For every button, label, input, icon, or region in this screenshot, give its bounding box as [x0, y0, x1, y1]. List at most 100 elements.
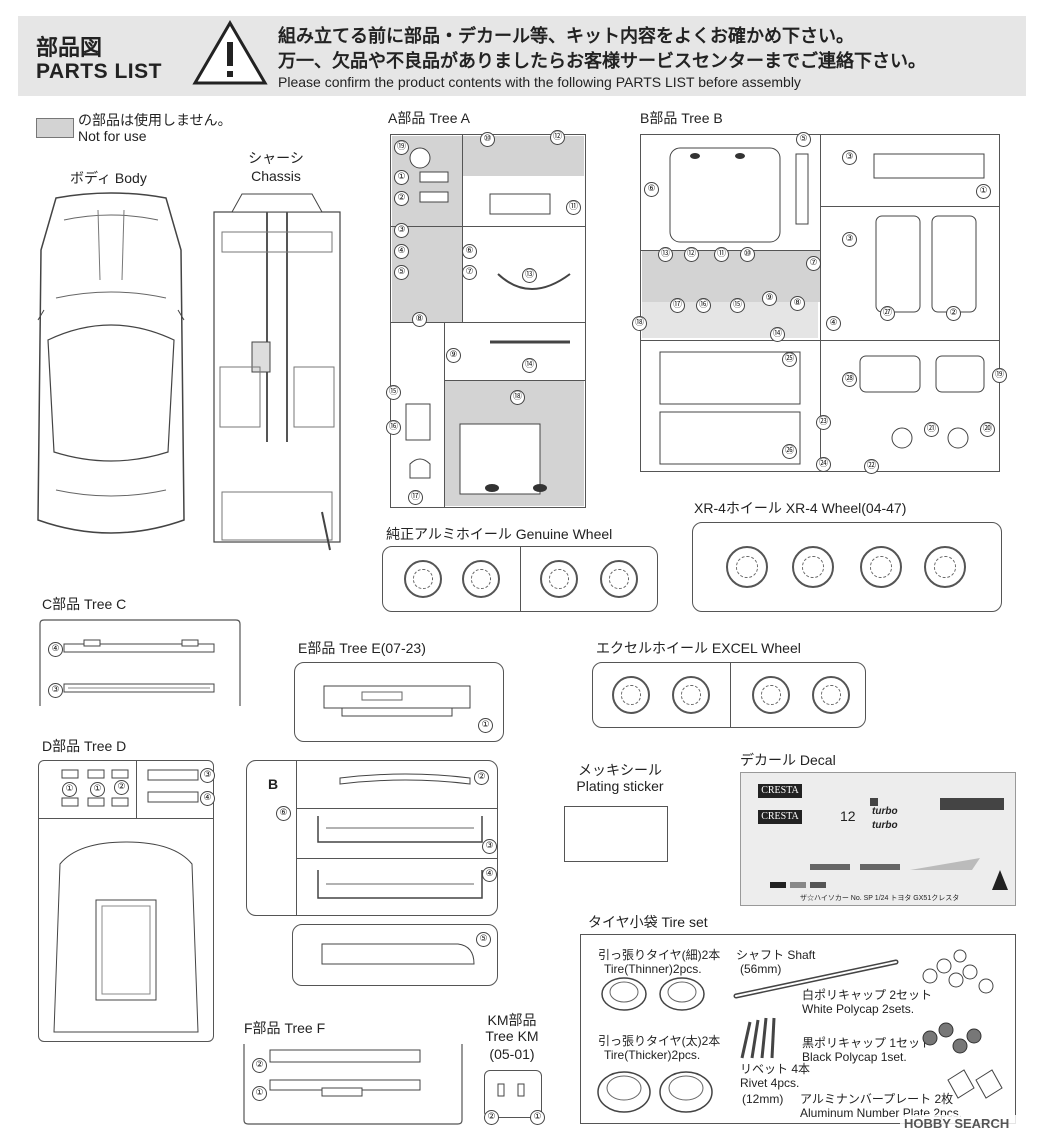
genuine-wheel-label: 純正アルミホイール Genuine Wheel — [386, 526, 613, 542]
tree-e2-letter: B — [268, 776, 279, 792]
tree-f-label: F部品 Tree F — [244, 1020, 326, 1036]
black-polycap-en: Black Polycap 1set. — [802, 1050, 907, 1064]
number-plate-drawings — [947, 1069, 1003, 1099]
tree-e3-part — [321, 943, 475, 965]
decal-graphics — [770, 798, 1008, 890]
watermark-logo: HOBBY SEARCH — [904, 1116, 1010, 1131]
watermark-bg — [900, 1115, 1040, 1135]
tree-b-label: B部品 Tree B — [640, 110, 723, 126]
excel-wheel-2 — [672, 676, 710, 714]
tree-a-num-17: ⑰ — [408, 490, 423, 505]
tree-a-num-8: ⑧ — [412, 312, 427, 327]
rivet-drawings — [740, 1017, 776, 1059]
xr4-wheel-frame — [692, 522, 1002, 612]
decal-number-12: 12 — [840, 808, 856, 824]
plating-sticker — [564, 806, 668, 862]
tree-a-num-10: ⑩ — [480, 132, 495, 147]
tree-b-num-22: ㉒ — [864, 459, 879, 474]
tree-b-num-6: ⑥ — [644, 182, 659, 197]
tree-c-num-3: ③ — [48, 683, 63, 698]
tree-b-num-20: ⑳ — [980, 422, 995, 437]
excel-wheel-1 — [612, 676, 650, 714]
page-title-jp: 部品図 — [36, 35, 103, 60]
tree-km-parts — [497, 1083, 525, 1097]
tree-b-num-26: ㉖ — [782, 444, 797, 459]
tree-a-num-2: ② — [394, 191, 409, 206]
tree-a-num-11: ⑪ — [566, 200, 581, 215]
header-banner — [18, 16, 1026, 96]
xr4-wheel-label: XR-4ホイール XR-4 Wheel(04-47) — [694, 500, 907, 516]
tree-km-frame — [484, 1070, 542, 1118]
tree-f-num-2: ② — [252, 1058, 267, 1073]
page-title-en: PARTS LIST — [36, 60, 162, 83]
tree-a-num-13: ⑬ — [522, 268, 537, 283]
tree-b-num-7: ⑦ — [806, 256, 821, 271]
tree-d-parts — [53, 769, 199, 1033]
tire-set-frame — [580, 934, 1016, 1124]
tree-b-parts — [659, 147, 985, 465]
tree-d-num-3: ③ — [200, 768, 215, 783]
tree-d-num-4: ④ — [200, 791, 215, 806]
tree-b-num-9: ⑨ — [762, 291, 777, 306]
tree-km-num-1: ① — [530, 1110, 545, 1125]
genuine-wheel-1 — [404, 560, 442, 598]
tree-b-num-23: ㉓ — [816, 415, 831, 430]
shaft-label-1: シャフト Shaft — [736, 948, 816, 962]
xr4-wheel-1 — [726, 546, 768, 588]
plating-label-jp: メッキシール — [578, 762, 662, 778]
tree-b-num-4: ④ — [826, 316, 841, 331]
chassis-drawing — [213, 193, 341, 551]
tree-e-num-1: ① — [478, 718, 493, 733]
white-polycap-jp: 白ポリキャップ 2セット — [802, 988, 933, 1002]
tree-b-num-21: ㉑ — [924, 422, 939, 437]
tree-b-num-2: ② — [946, 306, 961, 321]
tree-b-num-11: ⑪ — [714, 247, 729, 262]
tree-e2-num-3: ③ — [482, 839, 497, 854]
tree-b-num-18: ⑱ — [632, 316, 647, 331]
legend-text-en: Not for use — [78, 128, 147, 144]
tire-drawings — [597, 977, 713, 1113]
tree-a-num-14: ⑭ — [522, 358, 537, 373]
tree-e-bumper — [323, 685, 471, 717]
decal-label: デカール Decal — [740, 752, 836, 768]
tree-e2-num-4: ④ — [482, 867, 497, 882]
tire-thin-en: Tire(Thinner)2pcs. — [604, 962, 702, 976]
tree-b-num-27: ㉗ — [880, 306, 895, 321]
genuine-wheel-2 — [462, 560, 500, 598]
tree-a-num-6: ⑥ — [462, 244, 477, 259]
black-polycap-jp: 黒ポリキャップ 1セット — [802, 1036, 933, 1050]
decal-cresta-1: CRESTA — [758, 784, 802, 798]
tree-d-num-1b: ① — [90, 782, 105, 797]
tree-km-label-2: Tree KM — [485, 1028, 539, 1044]
tree-a-parts — [405, 147, 571, 495]
rivet-label-3: (12mm) — [742, 1092, 784, 1106]
shaft-drawing — [733, 959, 899, 999]
tree-a-num-18: ⑱ — [510, 390, 525, 405]
plating-label-en: Plating sticker — [576, 778, 664, 794]
tree-a-num-15: ⑮ — [386, 385, 401, 400]
tree-b-num-10: ⑩ — [740, 247, 755, 262]
tree-b-num-16: ⑯ — [696, 298, 711, 313]
tree-e-frame — [294, 662, 504, 742]
tree-c-num-4: ④ — [48, 642, 63, 657]
tree-e3-num-5: ⑤ — [476, 932, 491, 947]
body-drawing — [37, 192, 185, 534]
tire-set-label: タイヤ小袋 Tire set — [588, 914, 708, 930]
tree-d-frame — [38, 760, 214, 1042]
xr4-wheel-4 — [924, 546, 966, 588]
tree-a-num-3: ③ — [394, 223, 409, 238]
tree-a-num-19: ⑲ — [394, 140, 409, 155]
tree-e-label: E部品 Tree E(07-23) — [298, 640, 426, 656]
tree-f-frame — [243, 1044, 463, 1125]
warning-line-2: 万一、欠品や不良品がありましたらお客様サービスセンターまでご連絡下さい。 — [278, 51, 926, 71]
decal-cresta-2: CRESTA — [758, 810, 802, 824]
tree-b-num-14: ⑭ — [770, 327, 785, 342]
excel-wheel-label: エクセルホイール EXCEL Wheel — [596, 640, 801, 656]
tree-b-num-15: ⑮ — [730, 298, 745, 313]
tree-a-num-4: ④ — [394, 244, 409, 259]
tire-thin-jp: 引っ張りタイヤ(細)2本 — [598, 948, 721, 962]
tire-thick-en: Tire(Thicker)2pcs. — [604, 1048, 701, 1062]
tree-a-num-1: ① — [394, 170, 409, 185]
tree-c-label: C部品 Tree C — [42, 596, 127, 612]
tree-e2-frame — [246, 760, 498, 916]
